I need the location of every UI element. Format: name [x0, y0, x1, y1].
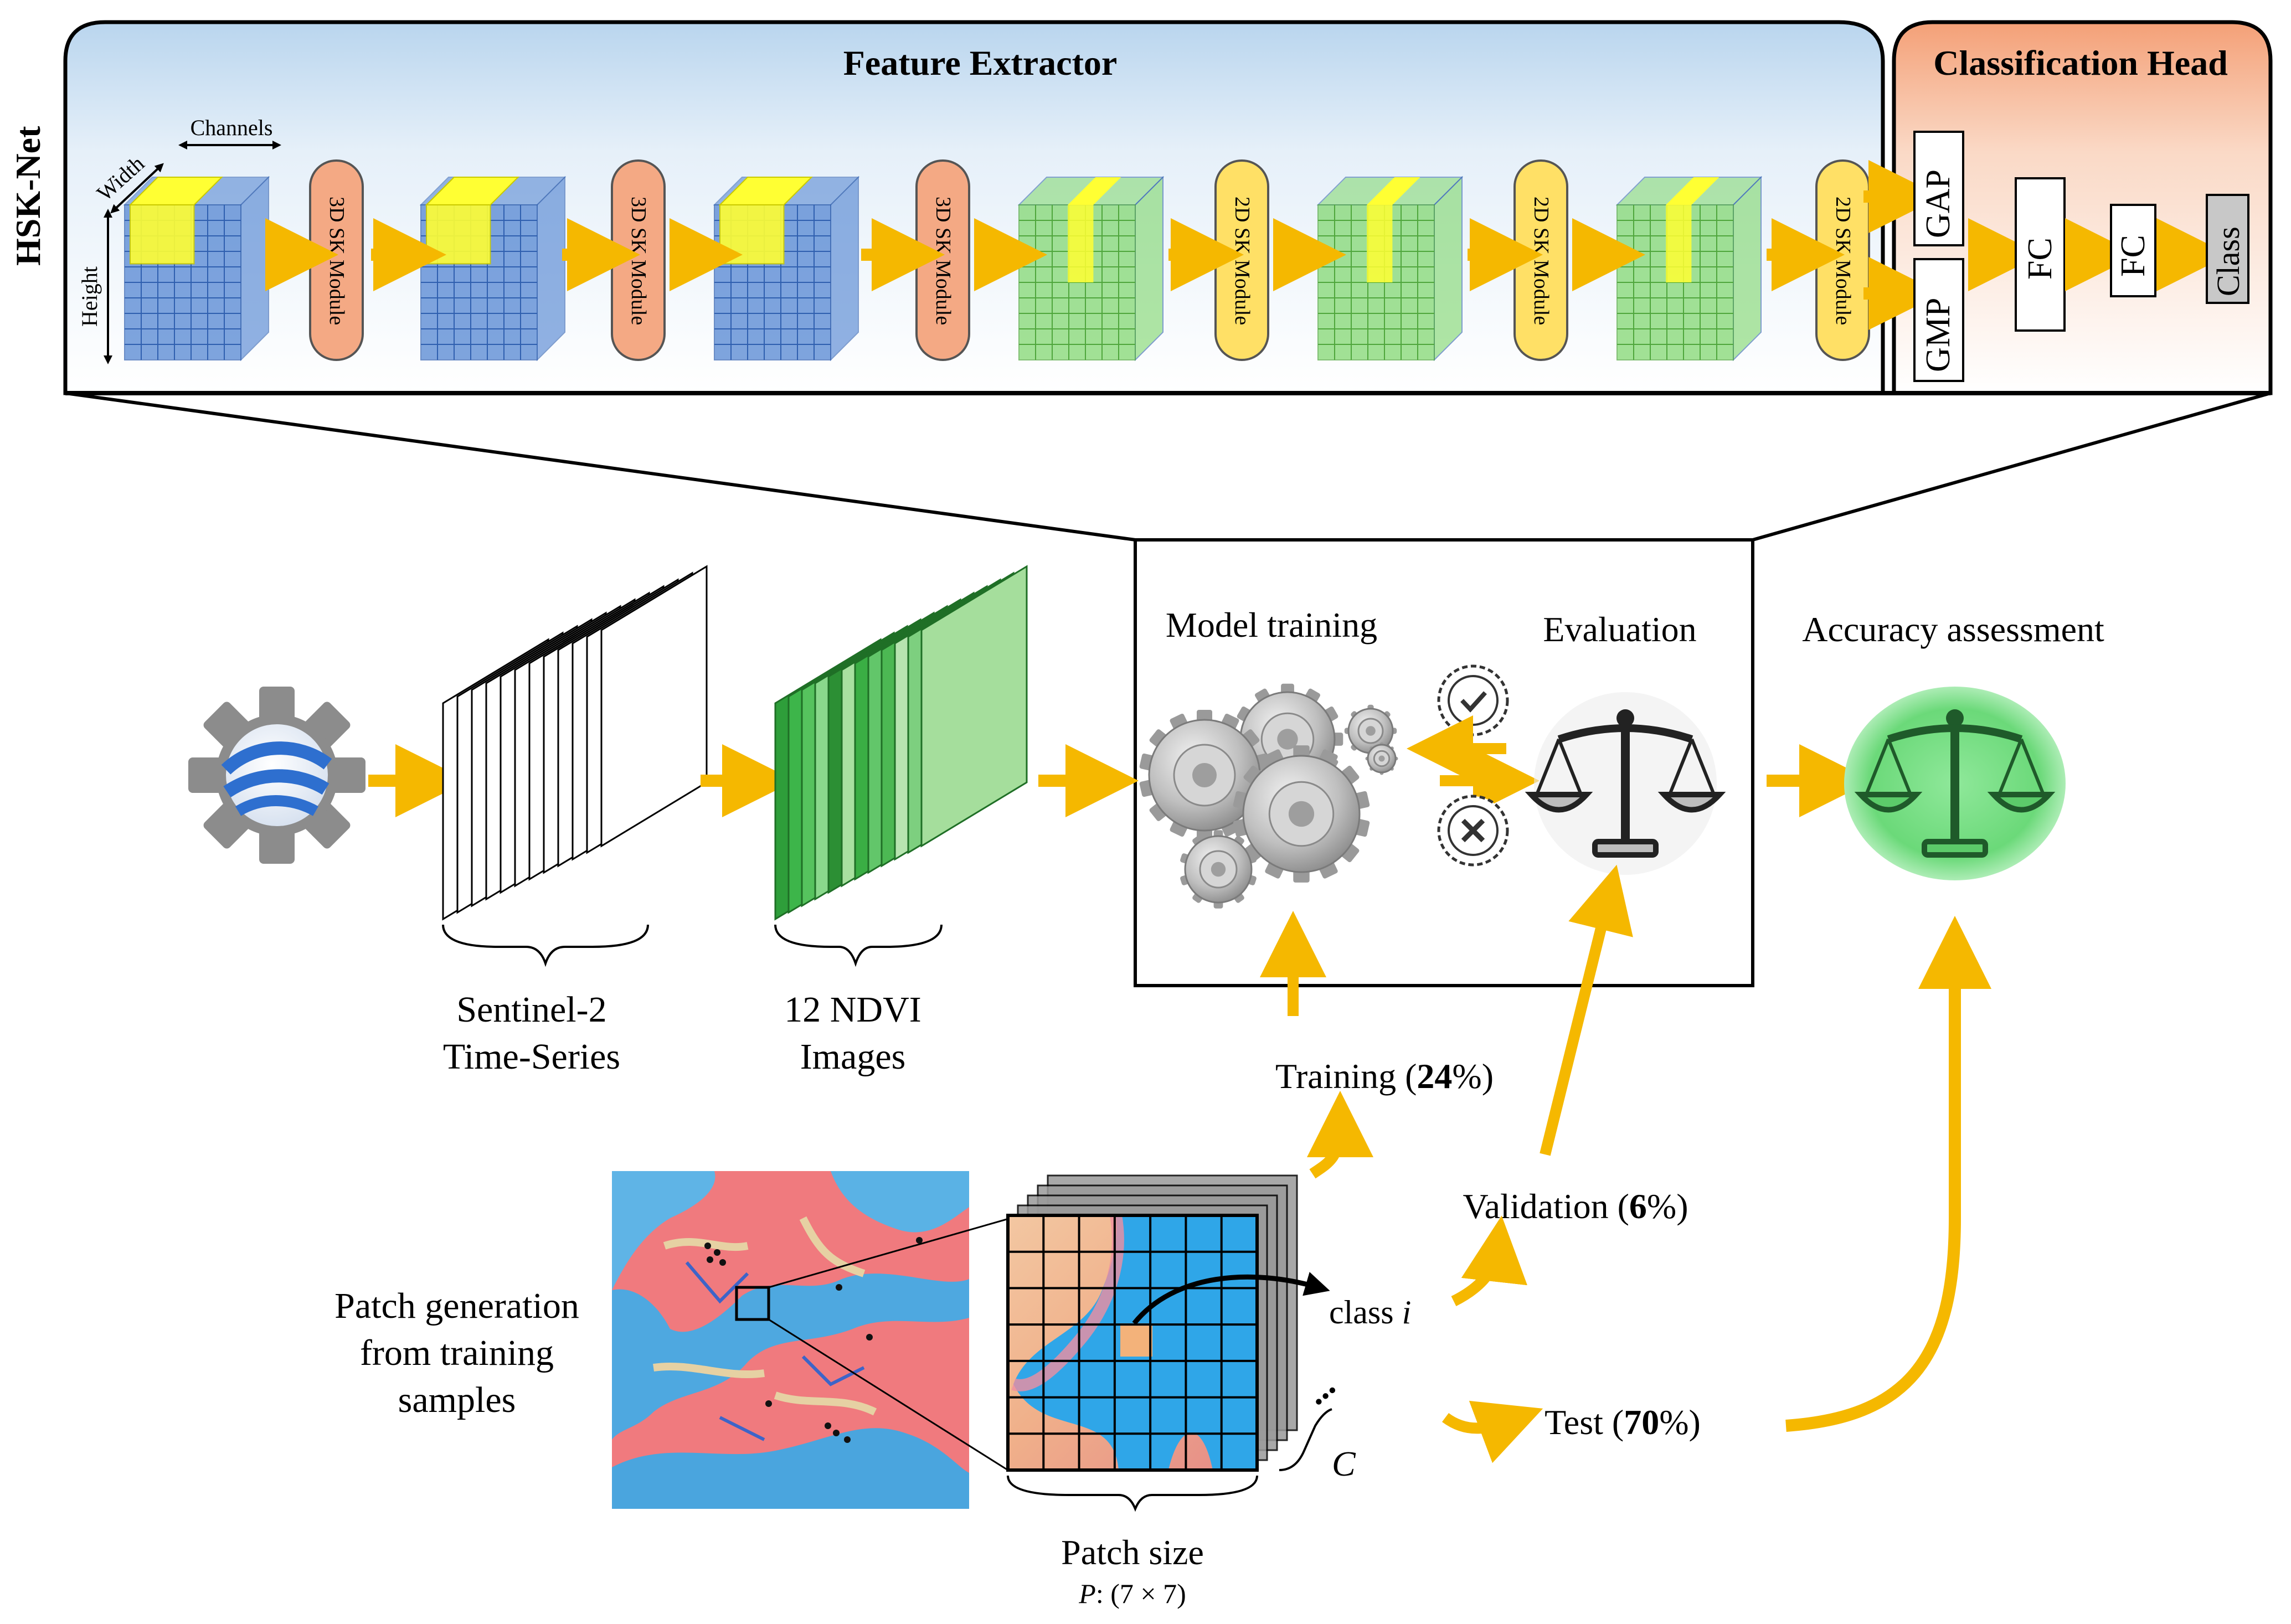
sk-module-2: 3D SK Module	[611, 159, 666, 361]
test-split-label: Test (70%)	[1545, 1403, 1701, 1442]
feature-cubes	[123, 176, 1763, 362]
sentinel2-image-stack	[442, 565, 708, 921]
side-label-hsknet: HSK-Net	[8, 126, 48, 266]
sk-module-1: 3D SK Module	[309, 159, 364, 361]
classification-head-content: GAP GMP FC FC Class	[1863, 131, 2249, 382]
channel-brace	[1279, 1408, 1332, 1471]
validation-split-label: Validation (6%)	[1463, 1187, 1688, 1226]
feature-cube-4	[1017, 176, 1165, 362]
sentinel-label-line2: Time-Series	[443, 1037, 620, 1077]
patch-stack	[1006, 1174, 1298, 1472]
gap-label: GAP	[1919, 169, 1957, 238]
gmp-box	[1913, 258, 1964, 382]
sk-module-label: 2D SK Module	[1231, 197, 1254, 325]
feature-cube-3	[713, 176, 860, 362]
channel-c-label: C	[1332, 1444, 1356, 1483]
class-box	[2206, 194, 2249, 304]
class-i-label: class i	[1329, 1294, 1411, 1331]
fc1-label: FC	[2021, 238, 2059, 280]
sentinel-label-line1: Sentinel-2	[456, 989, 606, 1030]
sk-module-label: 2D SK Module	[1530, 197, 1553, 325]
patch-generation-line3: samples	[398, 1380, 516, 1420]
feature-cube-2	[419, 176, 567, 362]
patch-generation-line1: Patch generation	[334, 1286, 579, 1326]
training-split-label: Training (24%)	[1275, 1056, 1494, 1096]
patch-size-value: P: (7 × 7)	[1078, 1578, 1186, 1609]
channel-ellipsis: ...	[1296, 1365, 1342, 1412]
classification-head-panel: Classification Head	[1892, 20, 2273, 395]
accuracy-assessment-label: Accuracy assessment	[1802, 610, 2104, 649]
ndvi-image-stack	[774, 565, 1028, 921]
sk-module-label: 3D SK Module	[931, 197, 955, 325]
evaluation-label: Evaluation	[1543, 610, 1696, 649]
verified-badge-icon	[1437, 664, 1509, 736]
rejected-badge-icon	[1437, 795, 1509, 867]
ndvi-label-line2: Images	[800, 1037, 906, 1077]
patch-grid	[1006, 1214, 1259, 1472]
sk-module-label: 3D SK Module	[325, 197, 348, 325]
class-label: Class	[2210, 226, 2246, 296]
sk-module-label: 2D SK Module	[1831, 197, 1855, 325]
gap-box	[1913, 131, 1964, 246]
scales-icon	[1525, 692, 1726, 875]
sk-module-6: 2D SK Module	[1815, 159, 1870, 361]
height-axis-label: Height	[77, 266, 102, 327]
feature-cube-5	[1316, 176, 1464, 362]
map-sample-window	[735, 1286, 770, 1321]
fc1-box	[2015, 177, 2066, 332]
ndvi-label-line1: 12 NDVI	[784, 989, 921, 1030]
sk-module-5: 2D SK Module	[1513, 159, 1568, 361]
gears-icon	[1139, 683, 1398, 909]
feature-extractor-title: Feature Extractor	[843, 43, 1118, 83]
accuracy-scales-icon	[1844, 687, 2066, 880]
patch-generation-line2: from training	[360, 1333, 554, 1373]
sentinel-brace	[442, 924, 649, 967]
patch-size-brace	[1007, 1475, 1258, 1512]
sk-module-3: 3D SK Module	[915, 159, 970, 361]
patch-size-label: Patch size	[1061, 1533, 1204, 1572]
model-training-label: Model training	[1166, 605, 1377, 645]
sk-module-4: 2D SK Module	[1214, 159, 1269, 361]
fc2-box	[2110, 204, 2156, 297]
fc2-label: FC	[2114, 235, 2152, 277]
channels-axis-label: Channels	[191, 115, 273, 140]
satellite-map	[612, 1171, 969, 1509]
gmp-label: GMP	[1919, 298, 1957, 372]
classification-head-title: Classification Head	[1933, 43, 2228, 83]
earth-engine-icon	[188, 687, 365, 864]
feature-cube-1	[123, 176, 270, 362]
feature-cube-6	[1615, 176, 1763, 362]
ndvi-brace	[774, 924, 943, 967]
sk-module-label: 3D SK Module	[627, 197, 650, 325]
